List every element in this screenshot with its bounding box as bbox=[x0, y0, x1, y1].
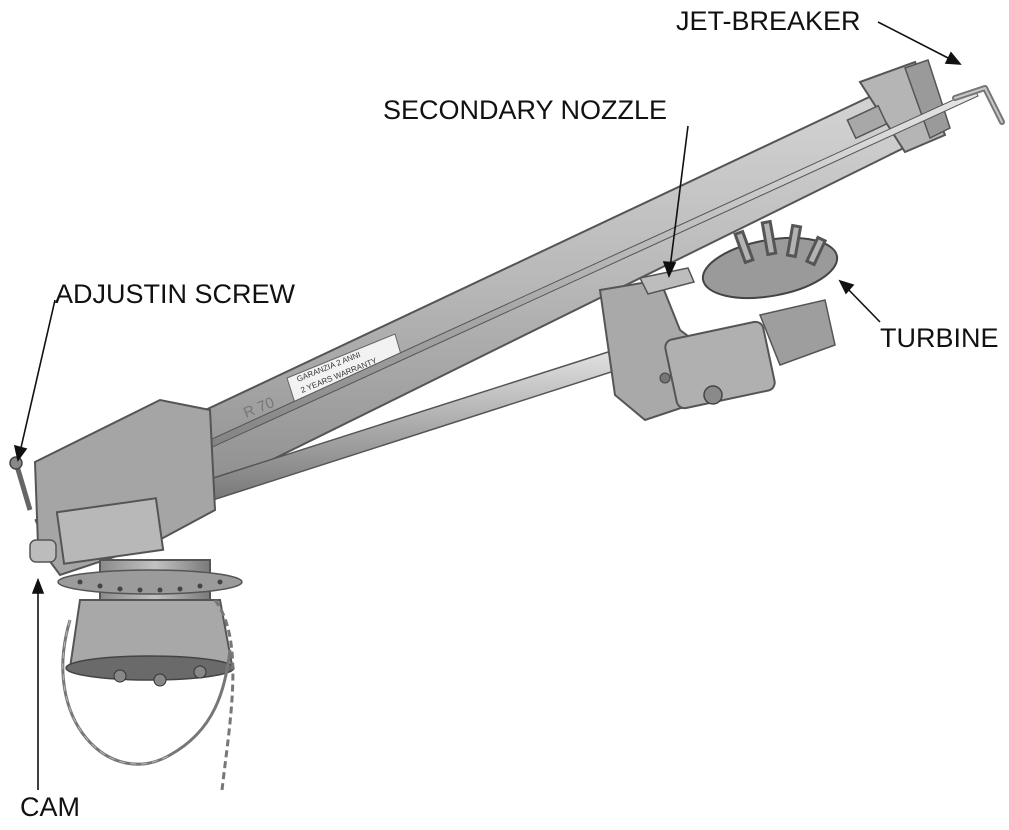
label-cam: CAM bbox=[20, 792, 80, 822]
label-adjusting-screw: ADJUSTIN SCREW bbox=[55, 279, 296, 309]
safety-chain bbox=[61, 599, 235, 791]
jet-breaker-rod bbox=[34, 85, 1005, 528]
gearbox-bolt-icon bbox=[703, 385, 723, 405]
label-jet-breaker: JET-BREAKER bbox=[676, 6, 861, 36]
label-turbine: TURBINE bbox=[880, 323, 999, 353]
callout-arrows bbox=[13, 21, 962, 790]
turbine-assembly bbox=[598, 219, 839, 422]
base-flange bbox=[57, 559, 243, 687]
swivel-body bbox=[9, 398, 217, 577]
cam-part bbox=[29, 539, 57, 563]
label-secondary-nozzle: SECONDARY NOZZLE bbox=[383, 95, 668, 125]
adjusting-screw-knob-icon bbox=[9, 456, 23, 470]
